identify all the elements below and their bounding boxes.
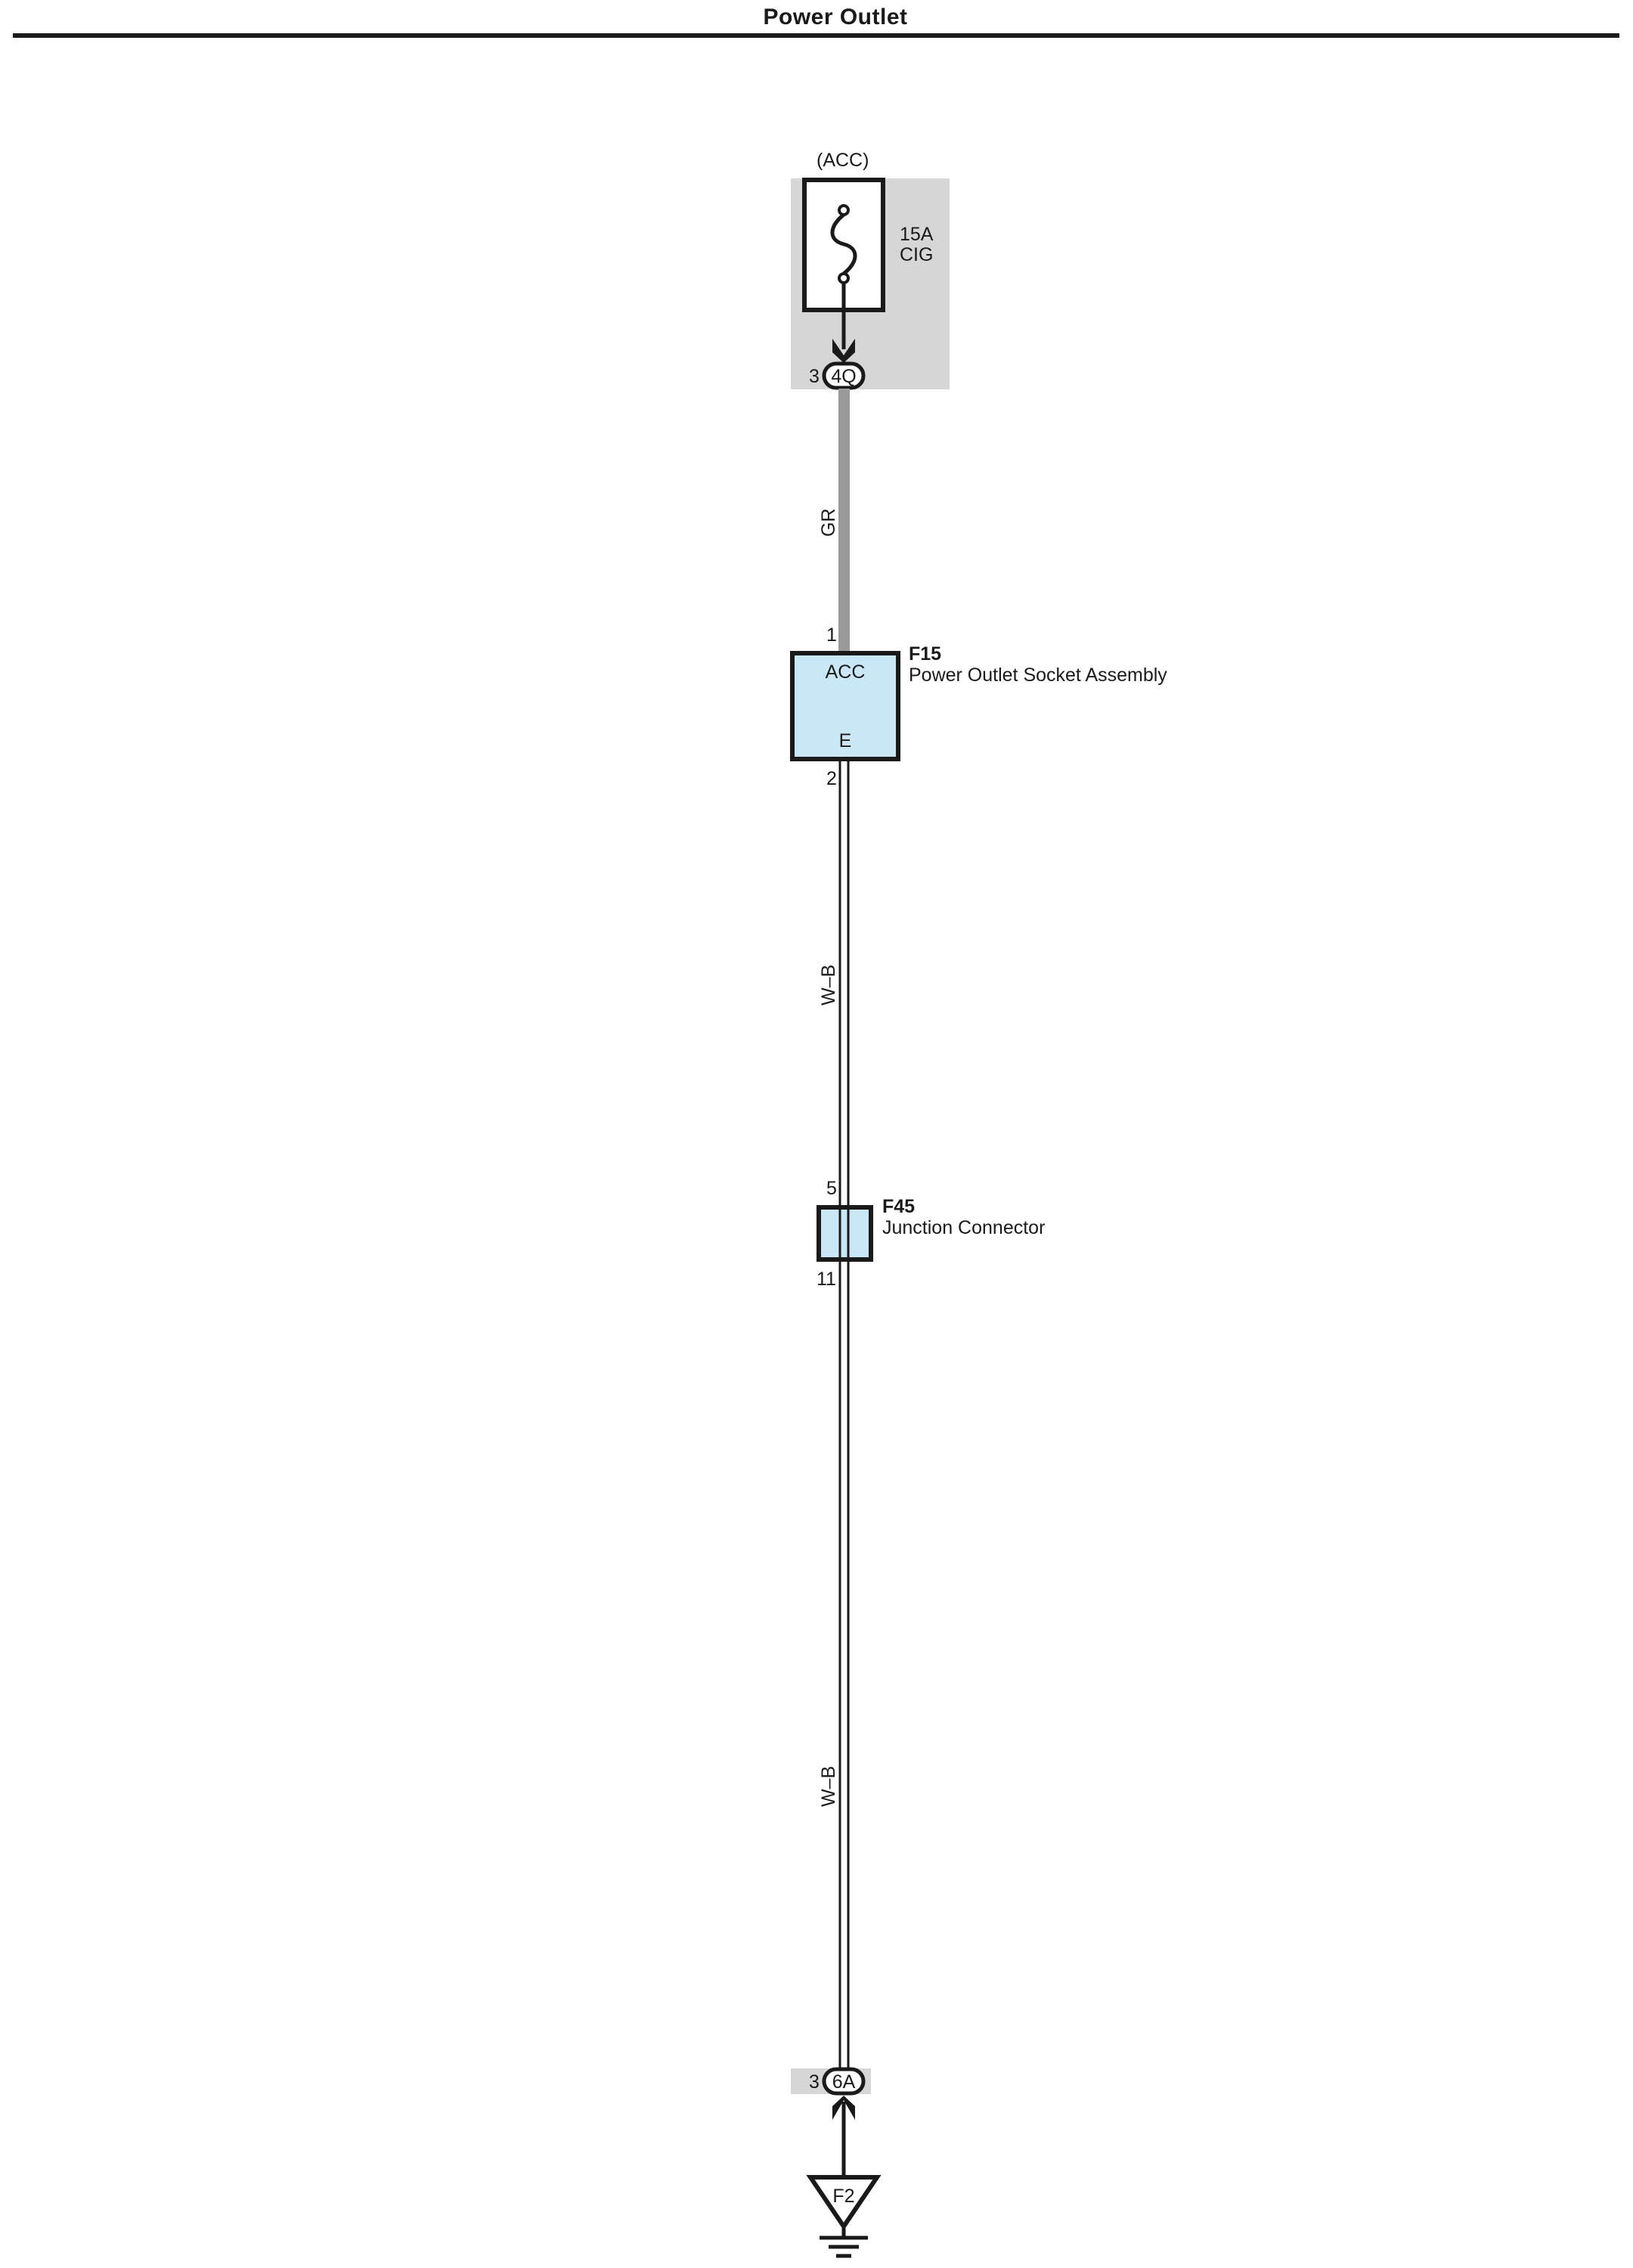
connector-4q-arrow: [832, 339, 855, 363]
connector-6a-pin: 3: [809, 2071, 820, 2093]
socket-name: Power Outlet Socket Assembly: [909, 665, 1167, 686]
connector-6a-code: 6A: [832, 2071, 856, 2093]
socket-f15: [790, 651, 900, 761]
fuse-element: [830, 213, 857, 275]
connector-4q-pin: 3: [809, 366, 820, 387]
junction-code: F45: [882, 1196, 915, 1217]
junction-f45: [816, 1205, 873, 1262]
connector-6a-arrow: [832, 2096, 855, 2120]
wire-gr-label: GR: [818, 509, 839, 538]
socket-code: F15: [909, 643, 941, 665]
title-rule: [13, 33, 1619, 38]
junction-name: Junction Connector: [882, 1217, 1045, 1238]
ground-triangle: [806, 2175, 882, 2231]
connector-4q-code: 4Q: [831, 366, 856, 387]
junction-pin-top: 5: [826, 1178, 837, 1199]
wire-gr: [838, 389, 850, 653]
wire-wb-2-label: W–B: [818, 1766, 839, 1807]
page-title: Power Outlet: [763, 5, 908, 29]
fuse-terminal-bottom: [838, 272, 850, 284]
fuse-rating: 15A: [900, 224, 934, 245]
connector-6a: [822, 2067, 866, 2096]
socket-pin-bottom: 2: [826, 768, 837, 789]
connector-4q: [822, 361, 866, 390]
socket-terminal-acc: ACC: [826, 662, 866, 683]
socket-terminal-e: E: [839, 730, 852, 751]
wire-wb-1-label: W–B: [818, 965, 839, 1005]
fuse-terminal-top: [838, 204, 850, 216]
socket-pin-top: 1: [826, 624, 837, 646]
junction-pin-bottom: 11: [816, 1269, 836, 1290]
fuse-name: CIG: [900, 244, 933, 265]
ground-code: F2: [832, 2186, 854, 2207]
fuse-source-label: (ACC): [816, 150, 869, 171]
